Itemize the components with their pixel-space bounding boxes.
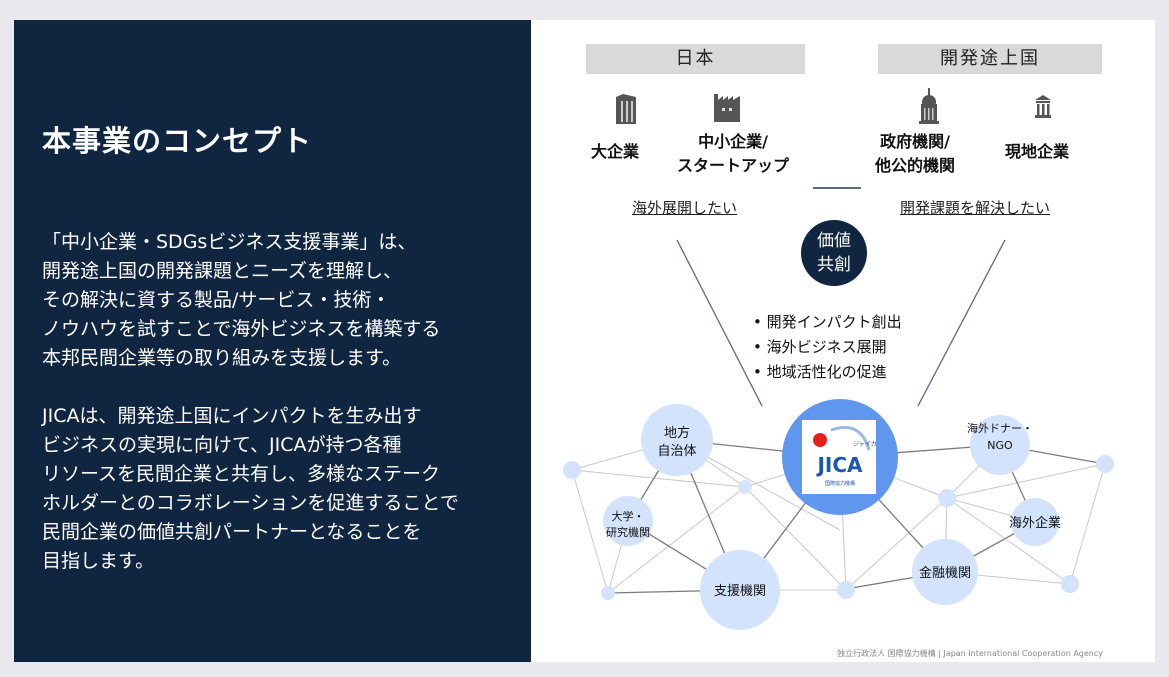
node-donor-ngo	[970, 415, 1030, 475]
connector-left	[676, 239, 763, 407]
text-line: 政府機関/	[880, 132, 950, 151]
value-cocreation-badge: 価値共創	[801, 220, 867, 286]
large-company-label: 大企業	[591, 142, 640, 161]
text-line: 開発途上国の開発課題とニーズを理解し、	[42, 260, 403, 282]
node-label: 自治体	[657, 444, 696, 459]
small-node	[1061, 575, 1079, 593]
japan-header: 日本	[586, 44, 805, 74]
concept-panel: 本事業のコンセプト 「中小企業・SDGsビジネス支援事業」は、 開発途上国の開発…	[14, 20, 531, 662]
government-label: 政府機関/他公的機関	[875, 130, 955, 178]
node-label: 海外企業	[1009, 515, 1061, 531]
jica-logo-subtitle: 国際協力機構	[825, 480, 855, 487]
jica-logo-text: JICA	[815, 453, 863, 477]
node-foreign-company	[1011, 498, 1059, 546]
building-icon	[616, 94, 636, 124]
connector-right	[917, 239, 1006, 407]
text-line: スタートアップ	[677, 156, 790, 175]
benefit-item: 開発インパクト創出	[753, 310, 902, 335]
text-line: 本邦民間企業等の取り組みを支援します。	[42, 347, 402, 369]
node-label: 金融機関	[919, 565, 971, 581]
jica-logo-kana: ジャイカ	[853, 441, 877, 448]
text-line: ホルダーとのコラボレーションを促進することで	[42, 492, 459, 514]
small-node	[837, 581, 855, 599]
text-line: 価値	[817, 231, 851, 251]
benefit-item: 地域活性化の促進	[753, 360, 902, 385]
government-building-icon	[919, 88, 939, 124]
text-line: 共創	[817, 255, 851, 275]
network-nodes	[563, 404, 1114, 630]
node-labels: 地方 自治体 大学・ 研究機関 支援機関 海外ドナー・ NGO 海外企業 金融機…	[606, 421, 1061, 599]
node-label: 大学・	[612, 509, 645, 523]
description-paragraph-2: JICAは、開発途上国にインパクトを生み出す ビジネスの実現に向けて、JICAが…	[42, 402, 459, 576]
jica-logo	[802, 420, 876, 494]
node-support-agency	[700, 550, 780, 630]
stakeholder-network: JICA ジャイカ 国際協力機構 地方 自治体 大学・ 研究機関 支援機関 海外…	[563, 239, 1114, 630]
developing-header: 開発途上国	[878, 44, 1102, 74]
sme-label: 中小企業/スタートアップ	[677, 130, 789, 178]
text-line: リソースを民間企業と共有し、多様なステーク	[42, 463, 441, 485]
local-company-label: 現地企業	[1005, 142, 1070, 161]
text-line: ビジネスの実現に向けて、JICAが持つ各種	[42, 434, 402, 456]
text-line: 目指します。	[42, 550, 155, 572]
divider	[813, 187, 861, 189]
japan-goal-label: 海外展開したい	[632, 199, 738, 217]
text-line: その解決に資する製品/サービス・技術・	[42, 289, 391, 311]
factory-icon	[714, 94, 740, 122]
text-line: 中小企業/	[698, 132, 768, 151]
text-line: 他公的機関	[875, 156, 956, 175]
benefit-list: 開発インパクト創出 海外ビジネス展開 地域活性化の促進	[753, 310, 902, 385]
node-label: 支援機関	[714, 584, 766, 599]
node-local-government	[641, 404, 713, 476]
benefit-item: 海外ビジネス展開	[753, 335, 902, 360]
diagram-panel: 日本 開発途上国 大企業 中小企業/スタートアップ 政府機関/他公的機関 現地企…	[531, 20, 1155, 662]
node-financial-institution	[912, 539, 978, 605]
bank-pillar-icon	[1035, 95, 1051, 118]
node-label: 研究機関	[606, 525, 650, 539]
text-line: 「中小企業・SDGsビジネス支援事業」は、	[42, 231, 417, 253]
description-paragraph-1: 「中小企業・SDGsビジネス支援事業」は、 開発途上国の開発課題とニーズを理解し…	[42, 228, 440, 373]
small-node	[738, 480, 752, 494]
node-label: 地方	[664, 425, 690, 441]
node-label: NGO	[987, 439, 1013, 452]
jica-logo-sun	[813, 433, 827, 447]
small-node	[563, 461, 581, 479]
node-label: 海外ドナー・	[967, 421, 1033, 435]
developing-goal-label: 開発課題を解決したい	[900, 199, 1051, 217]
footer-credit: 独立行政法人 国際協力機構 | Japan International Coop…	[837, 649, 1103, 658]
small-node	[938, 489, 956, 507]
text-line: ノウハウを試すことで海外ビジネスを構築する	[42, 318, 441, 340]
connector-lines	[676, 239, 1006, 407]
small-node	[601, 586, 615, 600]
text-line: 民間企業の価値共創パートナーとなることを	[42, 521, 422, 543]
small-node	[1096, 455, 1114, 473]
page-title: 本事業のコンセプト	[42, 124, 313, 158]
text-line: JICAは、開発途上国にインパクトを生み出す	[42, 405, 422, 427]
node-university	[603, 496, 653, 546]
